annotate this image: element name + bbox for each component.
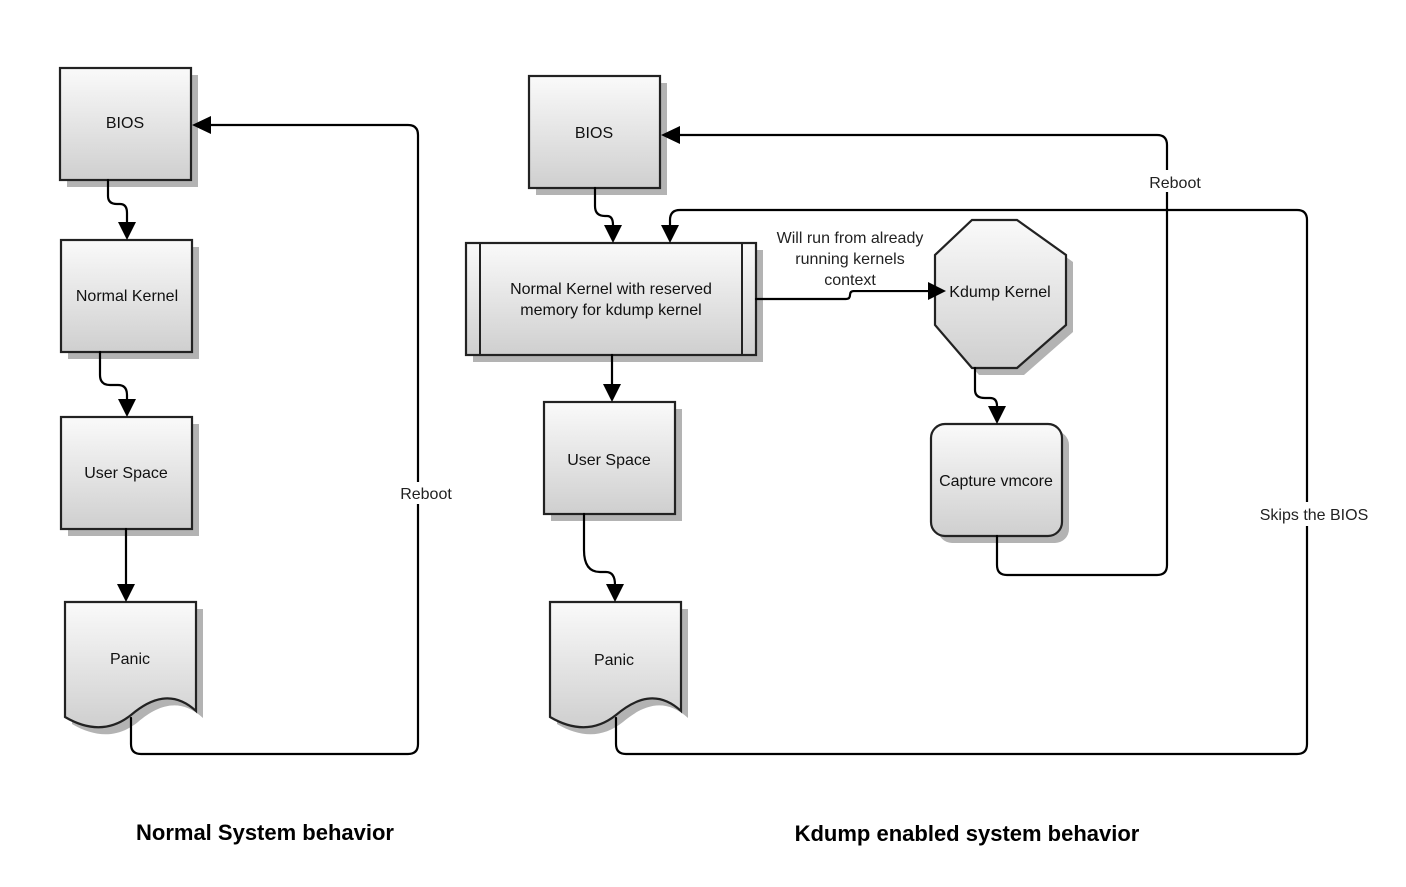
kdump-reboot-label: Reboot	[1149, 175, 1201, 192]
kdump-capture-label: Capture vmcore	[939, 473, 1053, 490]
normal-reboot-arrowhead	[192, 116, 211, 134]
kdump-kdump-to-capture-arrowhead	[988, 406, 1006, 424]
kdump-kernel-node: Normal Kernel with reserved memory for k…	[464, 241, 763, 362]
kdump-kernel-label-line2: memory for kdump kernel	[520, 302, 701, 319]
kdump-run-note-line2: running kernels	[795, 251, 904, 268]
kdump-kernel-label-line1: Normal Kernel with reserved	[510, 281, 712, 298]
kdump-user-to-panic-edge	[582, 512, 617, 590]
kdump-reboot-arrowhead	[661, 126, 680, 144]
kdump-panic-node: Panic	[548, 600, 688, 735]
kdump-bios-label: BIOS	[575, 125, 613, 142]
normal-bios-node: BIOS	[58, 66, 198, 187]
kdump-bios-node: BIOS	[527, 74, 667, 195]
kdump-bios-to-kernel-edge	[593, 186, 615, 231]
normal-bios-to-kernel-edge	[106, 178, 129, 228]
kdump-bios-to-kernel-arrowhead	[604, 225, 622, 243]
normal-kernel-to-user-arrowhead	[118, 399, 136, 417]
normal-kernel-to-user-edge	[98, 350, 129, 405]
kdump-user-to-panic-arrowhead	[606, 584, 624, 602]
kdump-reboot-edge	[677, 133, 1169, 577]
kdump-kernel-to-kdump-edge	[754, 289, 932, 301]
normal-panic-label: Panic	[110, 651, 150, 668]
normal-user-to-panic-arrowhead	[117, 584, 135, 602]
normal-reboot-label: Reboot	[400, 486, 452, 503]
normal-kernel-node: Normal Kernel	[59, 238, 199, 359]
kdump-user-space-node: User Space	[542, 400, 682, 521]
normal-user-space-node: User Space	[59, 415, 199, 536]
kdump-skips-bios-arrowhead	[661, 225, 679, 243]
kdump-run-note-line3: context	[824, 272, 876, 289]
normal-caption: Normal System behavior	[136, 820, 394, 845]
kdump-skips-bios-label: Skips the BIOS	[1260, 507, 1369, 524]
normal-panic-node: Panic	[63, 600, 203, 735]
kdump-panic-label: Panic	[594, 652, 634, 669]
normal-bios-to-kernel-arrowhead	[118, 222, 136, 240]
normal-user-space-label: User Space	[84, 465, 168, 482]
kdump-caption: Kdump enabled system behavior	[795, 821, 1140, 846]
kdump-user-space-label: User Space	[567, 452, 651, 469]
normal-kernel-label: Normal Kernel	[76, 288, 178, 305]
kdump-kernel-to-user-arrowhead	[603, 384, 621, 402]
kdump-skips-bios-edge	[614, 208, 1309, 756]
kdump-kdump-kernel-label: Kdump Kernel	[949, 284, 1050, 301]
kdump-kernel-to-kdump-arrowhead	[928, 282, 946, 300]
kdump-capture-node: Capture vmcore	[929, 422, 1069, 543]
kdump-kdump-kernel-node: Kdump Kernel	[933, 218, 1073, 375]
kdump-run-note-line1: Will run from already	[777, 230, 924, 247]
normal-bios-label: BIOS	[106, 115, 144, 132]
normal-reboot-edge	[129, 123, 420, 756]
kdump-kdump-to-capture-edge	[973, 366, 999, 412]
